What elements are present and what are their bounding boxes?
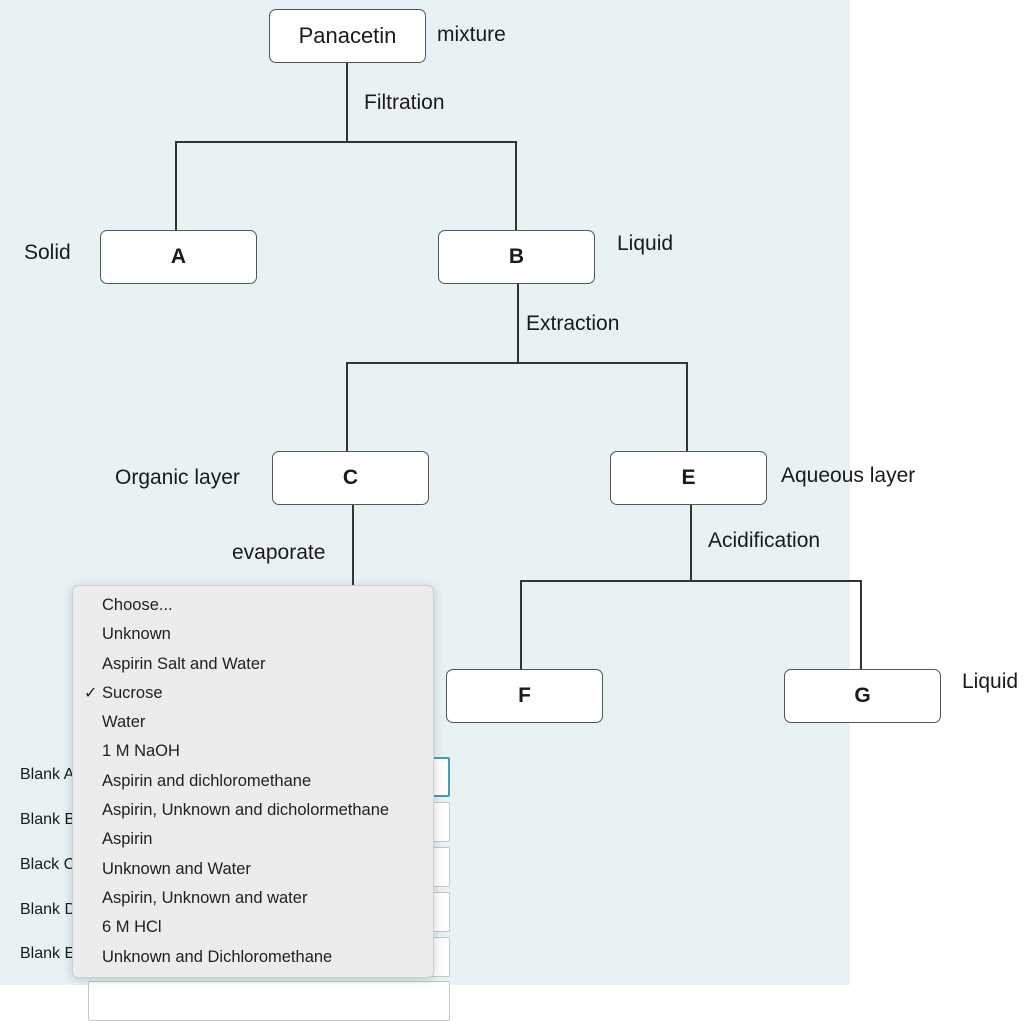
label-acidification: Acidification — [708, 529, 821, 552]
dropdown-option-selected[interactable]: ✓Sucrose — [73, 679, 433, 708]
node-b: B — [438, 230, 595, 284]
connector — [686, 362, 688, 451]
label-liquid-g: Liquid — [962, 670, 1019, 693]
blank-label-b: Blank B — [20, 811, 76, 828]
label-organic-layer: Organic layer — [115, 466, 240, 489]
node-e: E — [610, 451, 767, 505]
node-f: F — [446, 669, 603, 723]
dropdown-option[interactable]: Aspirin and dichloromethane — [102, 771, 312, 790]
node-panacetin: Panacetin — [269, 9, 426, 63]
blank-label-a: Blank A — [20, 766, 75, 783]
connector — [520, 580, 522, 669]
dropdown-option[interactable]: Unknown and Dichloromethane — [102, 947, 333, 966]
dropdown-option[interactable]: Aspirin — [102, 830, 153, 849]
checkmark-icon: ✓ — [84, 684, 98, 702]
dropdown-option[interactable]: Aspirin, Unknown and water — [102, 888, 308, 907]
connector — [520, 580, 862, 582]
connector — [346, 362, 348, 451]
dropdown-option[interactable]: Aspirin Salt and Water — [102, 654, 266, 673]
dropdown-option[interactable]: Unknown — [102, 625, 171, 644]
connector — [346, 362, 688, 364]
dropdown-option[interactable]: Unknown and Water — [102, 859, 251, 878]
node-c: C — [272, 451, 429, 505]
blank-select-f[interactable] — [88, 981, 450, 1021]
dropdown-option[interactable]: Choose... — [102, 596, 173, 614]
label-aqueous-layer: Aqueous layer — [781, 464, 916, 487]
label-liquid-b: Liquid — [617, 232, 674, 255]
label-solid: Solid — [24, 241, 71, 264]
node-g: G — [784, 669, 941, 723]
connector — [346, 63, 348, 143]
connector — [352, 504, 354, 586]
dropdown-option[interactable]: 1 M NaOH — [102, 742, 180, 761]
label-filtration: Filtration — [364, 91, 445, 114]
dropdown-option-label: Sucrose — [102, 683, 163, 702]
connector — [515, 141, 517, 230]
dropdown-option[interactable]: Aspirin, Unknown and dicholormethane — [102, 801, 390, 820]
node-a: A — [100, 230, 257, 284]
label-extraction: Extraction — [526, 312, 620, 335]
connector — [860, 580, 862, 669]
label-evaporate: evaporate — [232, 541, 326, 564]
blank-label-e: Blank E — [20, 945, 76, 962]
connector — [690, 504, 692, 582]
blank-label-d: Blank D — [20, 901, 77, 918]
blank-label-c: Black C — [20, 856, 76, 873]
connector — [517, 284, 519, 363]
answer-dropdown-menu[interactable]: Choose... Unknown Aspirin Salt and Water… — [72, 585, 434, 978]
dropdown-option[interactable]: Water — [102, 713, 146, 732]
connector — [175, 141, 177, 230]
dropdown-option[interactable]: 6 M HCl — [102, 918, 162, 937]
connector — [175, 141, 517, 143]
label-mixture: mixture — [437, 23, 506, 46]
